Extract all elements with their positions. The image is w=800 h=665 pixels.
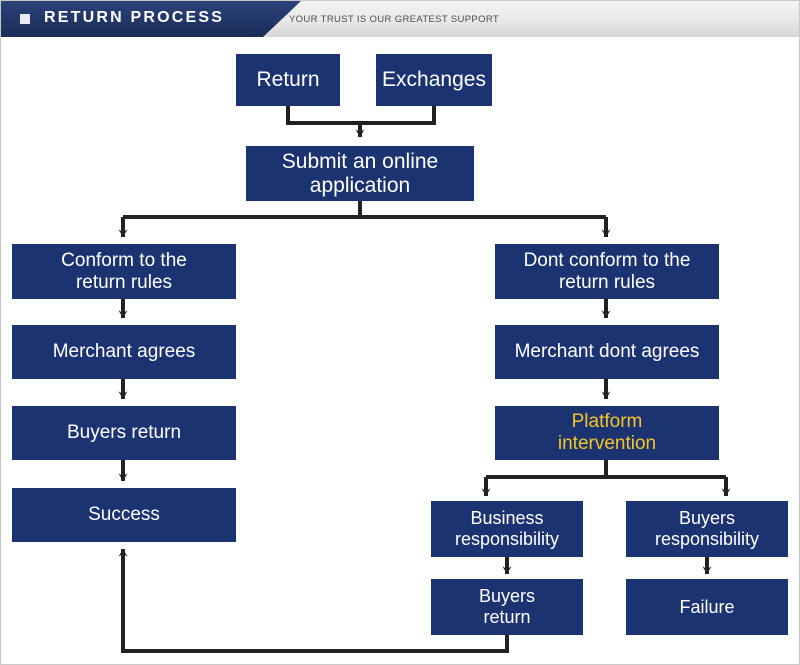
node-buyers-return-right-line1: Buyers [478, 586, 536, 607]
square-bullet-icon [20, 14, 30, 24]
node-merchant-agrees[interactable]: Merchant agrees [12, 325, 236, 379]
node-platform-line1: Platform [571, 411, 643, 433]
node-success-label: Success [88, 504, 160, 526]
node-buyers-return-right-line2: return [483, 607, 531, 627]
node-submit-line1: Submit an online [281, 149, 439, 173]
node-conform-to-return-rules[interactable]: Conform to the return rules [12, 244, 236, 299]
node-buyers-resp-line2: responsibility [654, 529, 760, 549]
node-conform-line2: return rules [75, 271, 173, 293]
node-merchant-dont-agrees-label: Merchant dont agrees [514, 341, 700, 363]
node-not-conform-line1: Dont conform to the [523, 249, 691, 271]
node-buyers-responsibility[interactable]: Buyers responsibility [626, 501, 788, 557]
node-failure[interactable]: Failure [626, 579, 788, 635]
node-merchant-dont-agrees[interactable]: Merchant dont agrees [495, 325, 719, 379]
node-failure-label: Failure [679, 596, 735, 617]
node-buyers-return-right[interactable]: Buyers return [431, 579, 583, 635]
node-platform-line2: intervention [557, 433, 657, 454]
node-submit-line2: application [309, 173, 411, 197]
node-return-label: Return [256, 68, 320, 92]
node-not-conform-line2: return rules [558, 271, 656, 293]
node-platform-intervention[interactable]: Platform intervention [495, 406, 719, 460]
node-dont-conform-to-return-rules[interactable]: Dont conform to the return rules [495, 244, 719, 299]
node-business-resp-line1: Business [470, 508, 544, 529]
node-buyers-return-left[interactable]: Buyers return [12, 406, 236, 460]
header-tagline: YOUR TRUST IS OUR GREATEST SUPPORT [289, 14, 500, 25]
node-submit-application[interactable]: Submit an online application [246, 146, 474, 201]
node-merchant-agrees-label: Merchant agrees [52, 341, 196, 363]
edge-top-bracket [286, 106, 436, 125]
header-banner-shape [1, 1, 301, 37]
node-return[interactable]: Return [236, 54, 340, 106]
node-conform-line1: Conform to the [61, 249, 187, 271]
node-buyers-resp-line1: Buyers [678, 508, 736, 529]
node-exchanges[interactable]: Exchanges [376, 54, 492, 106]
node-business-resp-line2: responsibility [454, 529, 560, 549]
page-header: RETURN PROCESS YOUR TRUST IS OUR GREATES… [1, 1, 799, 37]
page-title: RETURN PROCESS [44, 9, 225, 26]
node-buyers-return-left-label: Buyers return [66, 422, 182, 444]
node-exchanges-label: Exchanges [382, 68, 486, 92]
header-divider [1, 37, 799, 39]
node-business-responsibility[interactable]: Business responsibility [431, 501, 583, 557]
node-success[interactable]: Success [12, 488, 236, 542]
